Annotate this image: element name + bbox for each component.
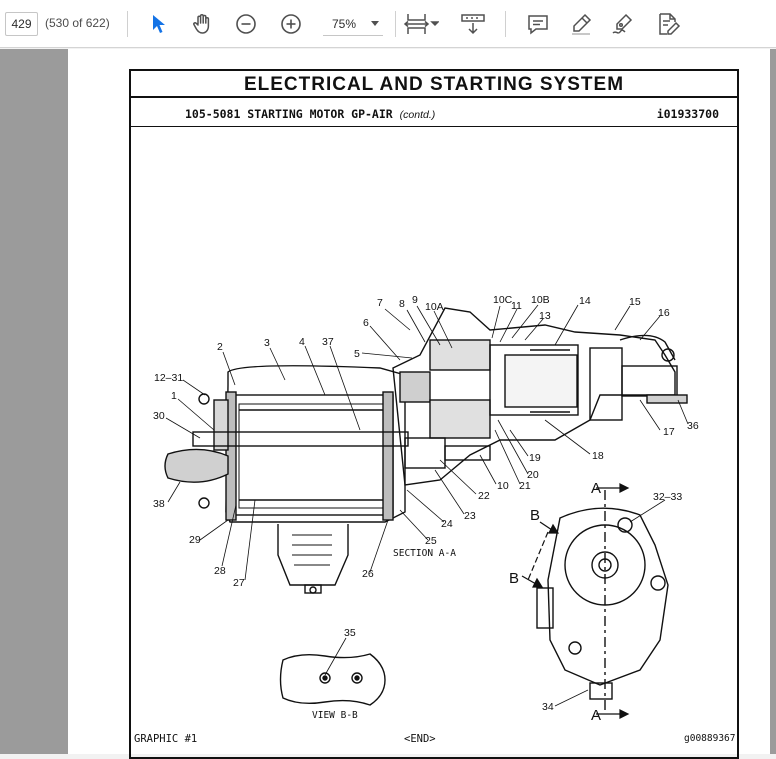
graphic-id: g00889367 bbox=[684, 733, 736, 744]
callout-26: 26 bbox=[362, 568, 374, 580]
callout-32-33: 32–33 bbox=[653, 491, 682, 503]
view-bb-label: VIEW B-B bbox=[312, 710, 358, 721]
section-aa-label: SECTION A-A bbox=[393, 548, 456, 559]
toolbar-divider bbox=[505, 11, 506, 37]
callout-15: 15 bbox=[629, 296, 641, 308]
callout-5: 5 bbox=[354, 348, 360, 360]
section-a-bottom: A bbox=[591, 707, 601, 724]
section-a-top: A bbox=[591, 480, 601, 497]
view-bb-drawing bbox=[279, 653, 386, 706]
page-count: (530 of 622) bbox=[45, 16, 110, 30]
callout-labels: 7 8 9 10A 10C 11 10B 13 14 15 16 6 5 2 3… bbox=[153, 294, 699, 724]
callout-8: 8 bbox=[399, 298, 405, 310]
callout-29: 29 bbox=[189, 534, 201, 546]
callout-28: 28 bbox=[214, 565, 226, 577]
chevron-down-icon bbox=[371, 21, 379, 26]
callout-23: 23 bbox=[464, 510, 476, 522]
callout-9: 9 bbox=[412, 294, 418, 306]
callout-38: 38 bbox=[153, 498, 165, 510]
callout-30: 30 bbox=[153, 410, 165, 422]
callout-10c: 10C bbox=[493, 294, 513, 306]
callout-25: 25 bbox=[425, 535, 437, 547]
part-title-text: 105-5081 STARTING MOTOR GP-AIR bbox=[185, 107, 393, 121]
viewer-background bbox=[0, 49, 68, 754]
callout-22: 22 bbox=[478, 490, 490, 502]
callout-34: 34 bbox=[542, 701, 554, 713]
scroll-mode-icon[interactable] bbox=[459, 0, 487, 48]
callout-19: 19 bbox=[529, 452, 541, 464]
callout-6: 6 bbox=[363, 317, 369, 329]
callout-11: 11 bbox=[511, 300, 522, 312]
zoom-out-icon[interactable] bbox=[233, 0, 259, 48]
fit-page-icon[interactable] bbox=[402, 0, 440, 48]
viewer-background bbox=[770, 49, 776, 754]
graphic-label: GRAPHIC #1 bbox=[134, 733, 198, 745]
callout-leaders bbox=[165, 304, 689, 707]
page-number-input[interactable]: 429 bbox=[5, 12, 38, 36]
sign-icon[interactable] bbox=[610, 0, 638, 48]
callout-17: 17 bbox=[663, 426, 675, 438]
callout-24: 24 bbox=[441, 518, 453, 530]
motor-section-drawing bbox=[164, 307, 688, 594]
callout-4: 4 bbox=[299, 336, 305, 348]
toolbar-divider bbox=[395, 11, 396, 37]
edit-pdf-icon[interactable] bbox=[654, 0, 684, 48]
page-title: ELECTRICAL AND STARTING SYSTEM bbox=[131, 71, 737, 98]
callout-21: 21 bbox=[519, 480, 531, 492]
callout-1: 1 bbox=[171, 390, 177, 402]
toolbar-divider bbox=[127, 11, 128, 37]
callout-37: 37 bbox=[322, 336, 334, 348]
callout-13: 13 bbox=[539, 310, 551, 322]
callout-18: 18 bbox=[592, 450, 604, 462]
callout-2: 2 bbox=[217, 341, 223, 353]
drawing-frame: ELECTRICAL AND STARTING SYSTEM 105-5081 … bbox=[129, 69, 739, 759]
part-title: 105-5081 STARTING MOTOR GP-AIR (contd.) bbox=[185, 107, 435, 121]
section-markers bbox=[521, 483, 630, 719]
zoom-select[interactable]: 75% bbox=[323, 12, 383, 36]
callout-14: 14 bbox=[579, 295, 591, 307]
callout-3: 3 bbox=[264, 337, 270, 349]
callout-36: 36 bbox=[687, 420, 699, 432]
document-id: i01933700 bbox=[656, 107, 719, 121]
callout-12-31: 12–31 bbox=[154, 372, 183, 384]
callout-35: 35 bbox=[344, 627, 356, 639]
callout-20: 20 bbox=[527, 469, 539, 481]
section-b-bottom: B bbox=[509, 570, 519, 587]
continued-note: (contd.) bbox=[399, 109, 436, 121]
zoom-in-icon[interactable] bbox=[278, 0, 304, 48]
zoom-value: 75% bbox=[332, 17, 357, 31]
section-b-top: B bbox=[530, 507, 540, 524]
callout-7: 7 bbox=[377, 297, 383, 309]
hand-pan-icon[interactable] bbox=[189, 0, 217, 48]
callout-10a: 10A bbox=[425, 301, 444, 313]
callout-27: 27 bbox=[233, 577, 245, 589]
callout-10: 10 bbox=[497, 480, 509, 492]
subtitle-bar: 105-5081 STARTING MOTOR GP-AIR (contd.) … bbox=[131, 98, 737, 127]
toolbar: 429 (530 of 622) 75% bbox=[0, 0, 776, 48]
select-arrow-icon[interactable] bbox=[146, 0, 172, 48]
highlight-pen-icon[interactable] bbox=[567, 0, 595, 48]
callout-10b: 10B bbox=[531, 294, 550, 306]
comment-icon[interactable] bbox=[524, 0, 552, 48]
end-view-drawing bbox=[536, 490, 669, 712]
callout-16: 16 bbox=[658, 307, 670, 319]
end-marker: <END> bbox=[404, 733, 436, 745]
